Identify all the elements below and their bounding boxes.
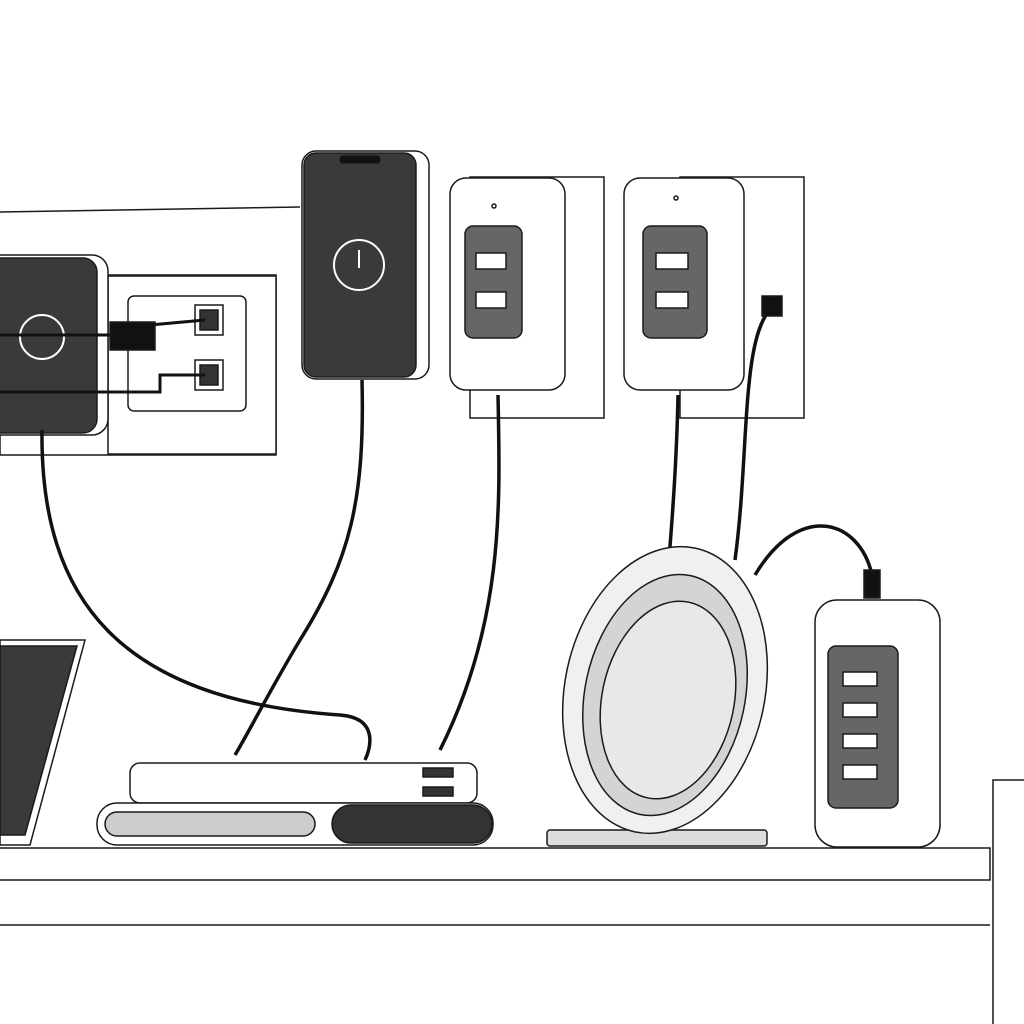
power-icon (19, 314, 65, 360)
wall-line (0, 206, 301, 213)
usb-hub (814, 599, 941, 848)
wall-outlet (0, 274, 277, 456)
wireless-charger (546, 545, 769, 847)
cable-plug (863, 569, 881, 599)
clock-icon (333, 239, 385, 291)
wall-charger-1 (449, 176, 605, 419)
desk (0, 779, 1024, 1024)
cable-plug (761, 295, 783, 317)
cable (0, 318, 206, 394)
phone-center (301, 150, 430, 380)
power-bank (96, 762, 494, 846)
phone-left (0, 254, 109, 436)
plug (109, 321, 156, 351)
laptop (0, 639, 86, 846)
wall-charger-2 (623, 176, 805, 419)
